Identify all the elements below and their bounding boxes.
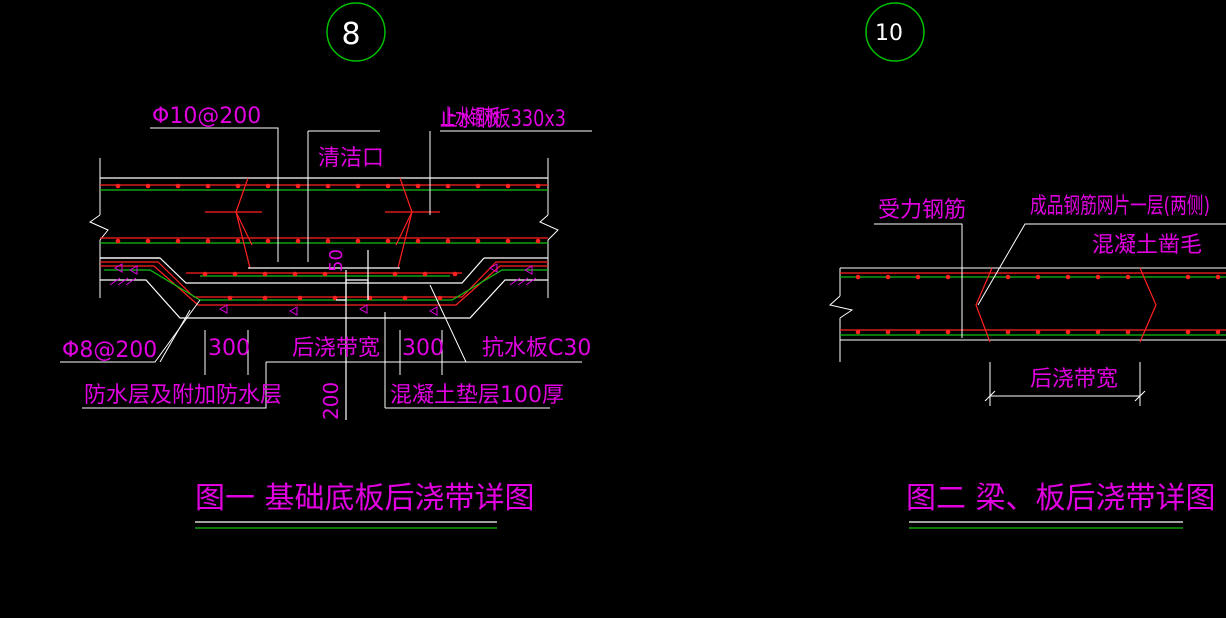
slab2-edges <box>828 267 1226 362</box>
detail-bubble-8-label: 8 <box>341 17 360 52</box>
label-cleanout: 清洁口 <box>318 146 384 171</box>
detail1-leaders <box>60 127 592 409</box>
label-rebar-top: Φ10@200 <box>152 104 261 129</box>
caption-detail-2: 图二 梁、板后浇带详图 <box>906 481 1216 516</box>
caption-detail-1: 图一 基础底板后浇带详图 <box>195 481 535 516</box>
band-bent-bars <box>205 177 440 269</box>
slab-bottom-lines <box>100 237 548 259</box>
label-waterstop: 止水钢板330x3 <box>440 107 566 132</box>
label-roughen: 混凝土凿毛 <box>1092 233 1202 258</box>
slab2-rebar-lines <box>840 272 1226 336</box>
label-dim-right: 300 <box>402 336 444 361</box>
label-concrete-cushion: 混凝土垫层100厚 <box>390 383 564 408</box>
label-waterstop-overlap: 止水钢板 <box>440 106 500 131</box>
label-main-rebar: 受力钢筋 <box>878 198 966 223</box>
label-anti-water-board: 抗水板C30 <box>482 336 591 361</box>
cushion-hatch <box>109 263 537 316</box>
pit-rebar-dots <box>202 271 458 301</box>
detail-bubble-10 <box>865 2 925 62</box>
label-waterproof-layer: 防水层及附加防水层 <box>84 383 282 408</box>
joint-zigzags <box>975 267 1157 343</box>
slab-edges <box>88 158 559 298</box>
label-rebar-bottom: Φ8@200 <box>62 338 157 363</box>
label-dim-depth: 200 <box>319 382 343 420</box>
waterstop-plate <box>336 250 369 420</box>
slab2-rebar-dots <box>855 274 1221 335</box>
detail2-leaders <box>874 223 1226 406</box>
label-dim-left: 300 <box>208 336 250 361</box>
pit-outline <box>100 257 548 319</box>
detail-bubble-8 <box>326 2 386 62</box>
detail-2: 10 <box>828 2 1226 529</box>
label-dim-small: 50 <box>326 249 347 272</box>
label-mesh: 成品钢筋网片一层(两侧) <box>1030 194 1210 219</box>
detail-1: 8 <box>60 2 592 529</box>
slab-top-lines <box>100 177 548 191</box>
slab-bottom-rebar-dots <box>115 238 541 244</box>
label-band-width-2: 后浇带宽 <box>1030 367 1118 392</box>
slab-top-rebar-dots <box>115 183 541 189</box>
detail-bubble-10-label: 10 <box>875 21 903 46</box>
label-band-width: 后浇带宽 <box>292 336 380 361</box>
